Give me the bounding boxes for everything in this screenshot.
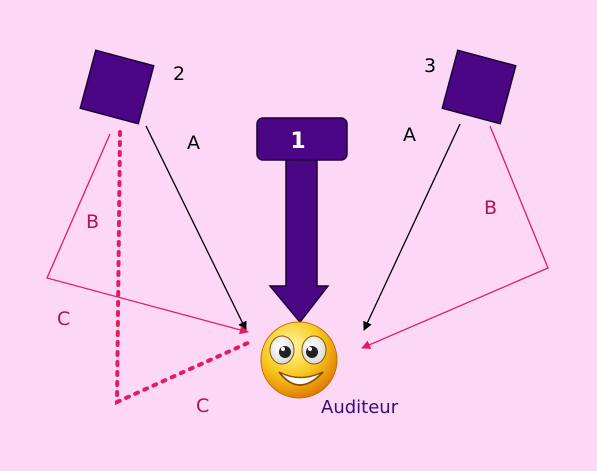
speaker-3-box: [441, 49, 517, 125]
direct-path-right: [363, 123, 461, 331]
speaker-2-label: 2: [173, 63, 185, 85]
label-b-left: B: [86, 211, 99, 233]
label-c-left: C: [57, 308, 70, 330]
speaker-1-arrow: [268, 159, 330, 324]
speaker-1-label: 1: [290, 129, 305, 154]
label-a-left: A: [187, 132, 200, 154]
dotted-reflection-path: [114, 130, 252, 406]
label-a-right: A: [403, 124, 416, 146]
speaker-3-label: 3: [424, 55, 436, 77]
smiley-face-icon: [260, 321, 338, 399]
direct-path-left: [145, 125, 247, 331]
listener-label: Auditeur: [321, 397, 399, 418]
speaker-2-box: [79, 49, 155, 125]
label-c-bottom: C: [196, 395, 209, 417]
reflected-path-left: [46, 133, 249, 335]
reflected-path-right: [361, 125, 549, 349]
label-b-right: B: [484, 197, 497, 219]
